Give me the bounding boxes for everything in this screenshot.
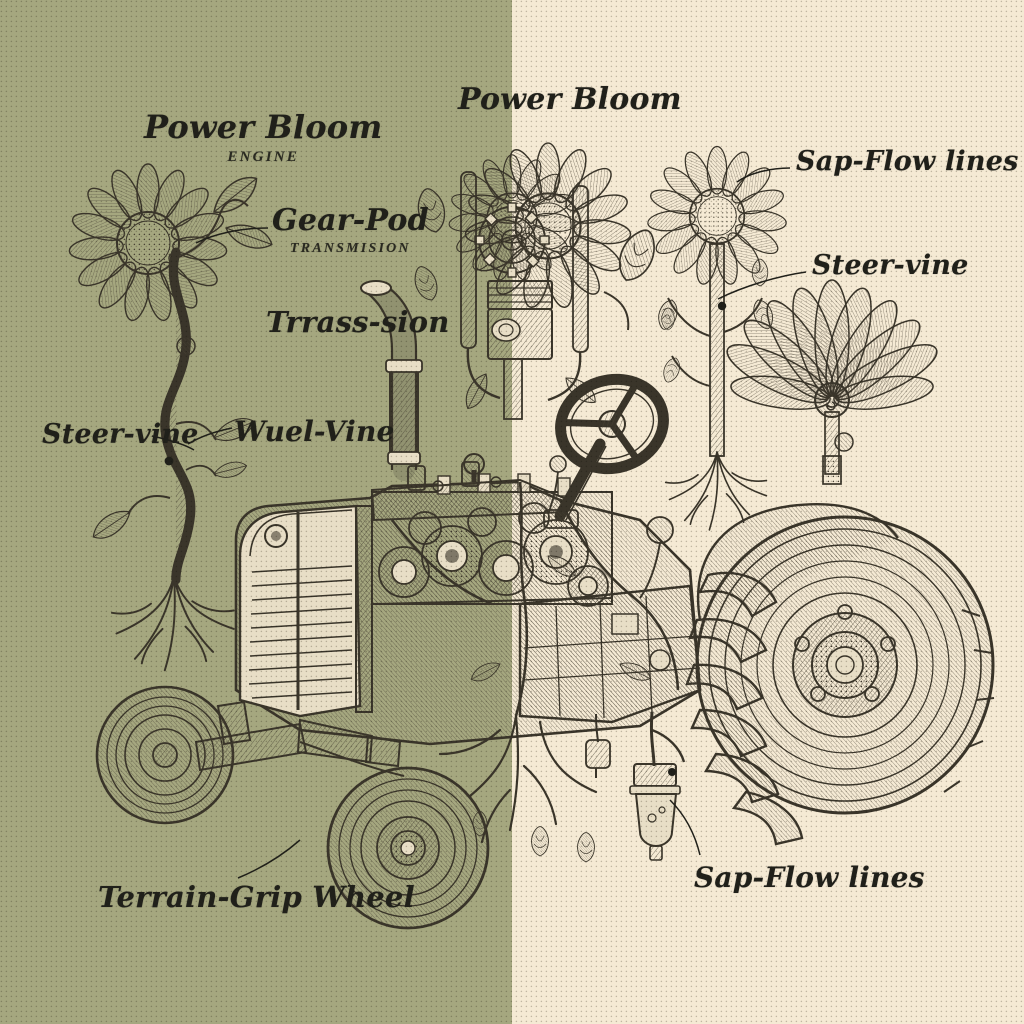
label-sap-flow-lines-bottom: Sap-Flow lines xyxy=(694,861,925,894)
label-title: Power Bloom xyxy=(458,82,682,117)
label-title: Power Bloom xyxy=(144,108,383,146)
label-steer-vine-right: Steer-vine xyxy=(812,250,969,281)
label-wuel-vine: Wuel-Vine xyxy=(234,415,395,448)
label-trrass-sion: Trrass-sion xyxy=(266,305,449,339)
label-sap-flow-lines-top: Sap-Flow lines xyxy=(796,146,1018,177)
label-title: Terrain-Grip Wheel xyxy=(98,880,415,914)
label-power-bloom-center: Power Bloom xyxy=(458,82,682,117)
label-power-bloom-engine: Power Bloom ENGINE xyxy=(144,108,382,166)
label-subtitle: ENGINE xyxy=(227,149,299,165)
label-title: Steer-vine xyxy=(42,419,199,450)
label-subtitle: TRANSMISION xyxy=(290,241,411,256)
label-title: Steer-vine xyxy=(812,250,969,281)
label-steer-vine-left: Steer-vine xyxy=(42,419,199,450)
label-title: Trrass-sion xyxy=(266,305,450,339)
label-title: Wuel-Vine xyxy=(234,415,395,448)
label-title: Gear-Pod xyxy=(272,203,429,238)
label-terrain-grip-wheel: Terrain-Grip Wheel xyxy=(98,880,415,914)
label-title: Sap-Flow lines xyxy=(694,861,925,894)
label-gear-pod-transmision: Gear-Pod TRANSMISION xyxy=(272,203,429,257)
label-title: Sap-Flow lines xyxy=(796,146,1019,177)
